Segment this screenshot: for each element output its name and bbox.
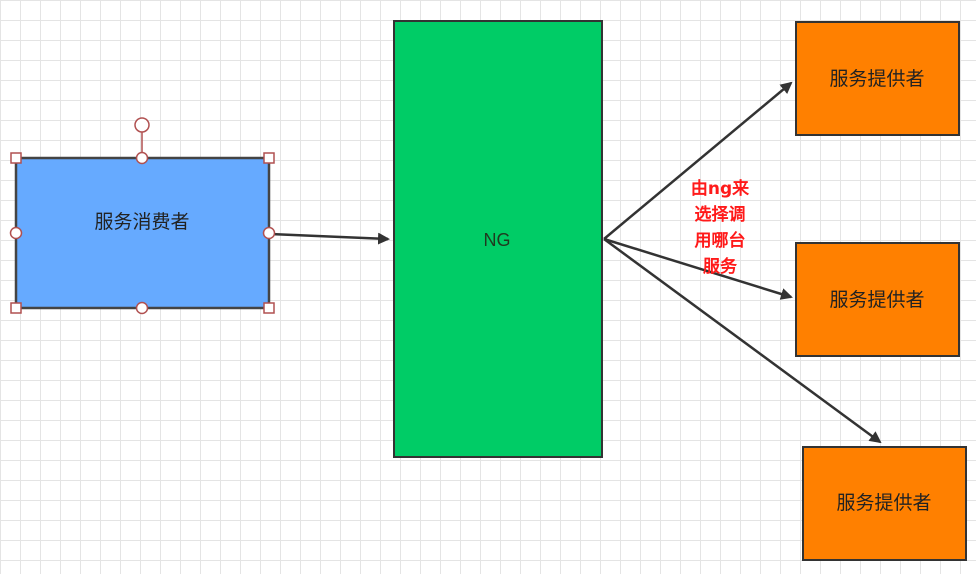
resize-handle-bottom-right[interactable] — [263, 302, 275, 314]
annotation-line-1: 由ng来 — [691, 178, 750, 199]
resize-handle-right[interactable] — [262, 226, 276, 240]
consumer-node-label: 服务消费者 — [94, 211, 189, 233]
rotate-handle[interactable] — [134, 117, 150, 133]
provider-node-2-label: 服务提供者 — [829, 289, 924, 311]
routing-annotation: 由ng来 选择调 用哪台 服务 — [691, 178, 750, 277]
ng-node[interactable]: NG — [393, 20, 603, 458]
consumer-node-box[interactable] — [14, 156, 271, 310]
arrow-ng-to-provider-3[interactable] — [603, 237, 882, 444]
resize-handle-top-left[interactable] — [10, 152, 22, 164]
resize-handle-top[interactable] — [135, 151, 149, 165]
resize-handle-left[interactable] — [9, 226, 23, 240]
ng-node-box[interactable] — [393, 20, 603, 458]
resize-handle-bottom-left[interactable] — [10, 302, 22, 314]
provider-node-2-box[interactable] — [795, 242, 960, 357]
provider-node-1-box[interactable] — [795, 21, 960, 136]
provider-node-1[interactable]: 服务提供者 — [795, 21, 960, 136]
provider-node-3[interactable]: 服务提供者 — [802, 446, 967, 561]
annotation-line-4: 服务 — [703, 256, 738, 277]
arrow-ng-to-provider-1[interactable] — [603, 81, 793, 240]
annotation-line-2: 选择调 — [695, 204, 746, 225]
provider-node-3-label: 服务提供者 — [836, 492, 931, 514]
provider-node-3-box[interactable] — [802, 446, 967, 561]
arrow-consumer-to-ng[interactable] — [269, 232, 390, 245]
selection-handles — [9, 117, 276, 315]
ng-node-label: NG — [484, 230, 511, 250]
annotation-line-3: 用哪台 — [695, 230, 746, 251]
resize-handle-top-right[interactable] — [263, 152, 275, 164]
consumer-node[interactable]: 服务消费者 — [14, 156, 271, 310]
provider-node-1-label: 服务提供者 — [829, 68, 924, 90]
arrow-ng-to-provider-2[interactable] — [603, 237, 793, 300]
resize-handle-bottom[interactable] — [135, 301, 149, 315]
provider-node-2[interactable]: 服务提供者 — [795, 242, 960, 357]
